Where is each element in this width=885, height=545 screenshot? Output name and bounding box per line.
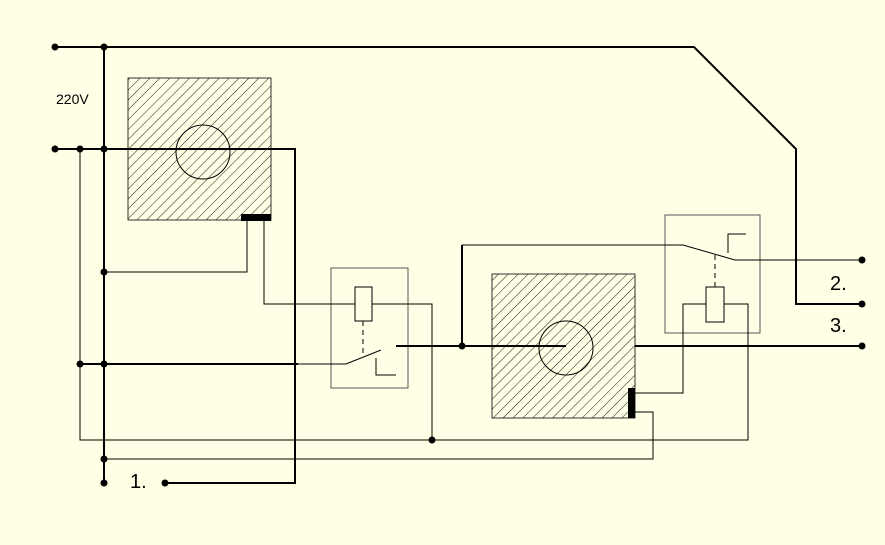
terminal-1-label: 1. xyxy=(130,471,147,493)
relay-coil-2 xyxy=(705,286,725,323)
relay-switch-2 xyxy=(462,244,736,261)
voltage-label: 220V xyxy=(56,91,89,107)
terminal-bar-left xyxy=(241,214,271,221)
relay-coil-1 xyxy=(354,286,373,322)
relay-switch-1 xyxy=(298,349,382,365)
wiring xyxy=(55,46,862,484)
terminal-3-label: 3. xyxy=(830,315,847,337)
terminal-2-label: 2. xyxy=(830,273,847,295)
junction-dots xyxy=(51,43,866,487)
relay-box-1 xyxy=(298,267,409,389)
relay-box-2 xyxy=(462,214,761,334)
terminal-bar-right xyxy=(628,388,635,418)
